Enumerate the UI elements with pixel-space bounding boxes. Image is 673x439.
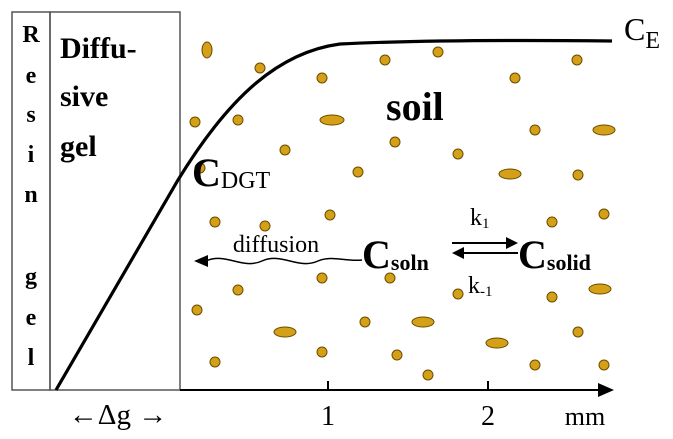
soil-particle	[411, 316, 435, 328]
soil-particle	[209, 356, 221, 368]
soil-particle	[546, 216, 558, 228]
soil-particle	[316, 272, 328, 284]
soil-particle	[572, 169, 584, 181]
gel-letter: l	[28, 345, 35, 371]
soil-particle	[352, 166, 364, 178]
forward-arrowhead	[506, 237, 518, 249]
diffusion-arrowhead	[194, 255, 208, 267]
k1-main: k	[470, 205, 482, 231]
soil-particle	[529, 124, 541, 136]
soil-particle	[509, 72, 521, 84]
soil-particle	[592, 124, 616, 136]
soil-particle	[273, 326, 297, 338]
csolid-label: Csolid	[518, 232, 591, 277]
soil-particle	[391, 349, 403, 361]
x-axis-arrowhead	[598, 383, 614, 397]
resin-letter: i	[28, 142, 35, 168]
csolid-main: C	[518, 232, 547, 277]
x-tick-label-2: 2	[481, 401, 495, 432]
soil-particle	[232, 114, 244, 126]
soil-particle	[452, 148, 464, 160]
x-tick-label-1: 1	[321, 401, 335, 432]
resin-gel-label: R e s i n g e l	[22, 22, 40, 371]
soil-particle	[422, 369, 434, 381]
diffusion-wavy-arrow	[205, 257, 363, 265]
reverse-arrowhead	[452, 247, 464, 259]
soil-particle	[254, 62, 266, 74]
ce-sub: E	[645, 28, 660, 54]
resin-letter: e	[26, 63, 37, 89]
ce-main: C	[624, 11, 645, 47]
diffusive-gel-box	[49, 11, 181, 391]
soil-particle	[191, 304, 203, 316]
kminus1-sub: -1	[480, 284, 493, 300]
csoln-sub: soln	[391, 250, 429, 275]
soil-particle	[259, 220, 271, 232]
k1-label: k1	[470, 205, 490, 232]
soil-particle	[588, 283, 612, 295]
gel-letter: g	[25, 264, 37, 290]
soil-particle	[432, 46, 444, 58]
gel-letter: e	[26, 305, 37, 331]
soil-particle	[316, 346, 328, 358]
soil-particle	[389, 136, 401, 148]
ce-label: CE	[624, 11, 660, 54]
soil-particle	[485, 337, 509, 349]
soil-particle	[529, 359, 541, 371]
thickness-label: ←Δg →	[69, 399, 167, 431]
soil-particle	[379, 54, 391, 66]
cdgt-label: CDGT	[192, 150, 271, 195]
csoln-main: C	[362, 232, 391, 277]
kminus1-main: k	[468, 273, 480, 299]
soil-particle	[546, 291, 558, 303]
diffusive-gel-label: Diffu- sive gel	[60, 32, 137, 163]
soil-particle	[571, 54, 583, 66]
concentration-curve	[54, 38, 613, 391]
soil-particle	[598, 208, 610, 220]
diffusive-gel-line: gel	[60, 130, 97, 163]
soil-particle	[189, 116, 201, 128]
k1-sub: 1	[482, 216, 490, 232]
cdgt-sub: DGT	[221, 168, 271, 194]
soil-particle	[232, 284, 244, 296]
soil-particle	[316, 72, 328, 84]
soil-particle	[598, 359, 610, 371]
soil-particle	[359, 316, 371, 328]
soil-particle	[452, 288, 464, 300]
diffusion-label: diffusion	[233, 232, 319, 258]
soil-particle	[279, 144, 291, 156]
soil-particle	[384, 272, 396, 284]
cdgt-main: C	[192, 150, 221, 195]
resin-letter: s	[26, 102, 35, 128]
resin-letter: n	[24, 182, 37, 208]
soil-label: soil	[386, 84, 444, 129]
soil-particle	[324, 209, 336, 221]
csolid-sub: solid	[547, 250, 591, 275]
soil-particles	[189, 41, 616, 381]
soil-particle	[201, 41, 213, 59]
soil-particle	[209, 216, 221, 228]
x-unit-label: mm	[565, 402, 605, 431]
soil-particle	[194, 162, 206, 174]
diffusive-gel-line: Diffu-	[60, 32, 137, 65]
diffusive-gel-line: sive	[60, 80, 108, 113]
resin-letter: R	[22, 22, 40, 48]
kminus1-label: k-1	[468, 273, 493, 300]
soil-particle	[498, 168, 522, 180]
soil-particle	[319, 114, 345, 126]
csoln-label: Csoln	[362, 232, 429, 277]
soil-particle	[572, 326, 584, 338]
